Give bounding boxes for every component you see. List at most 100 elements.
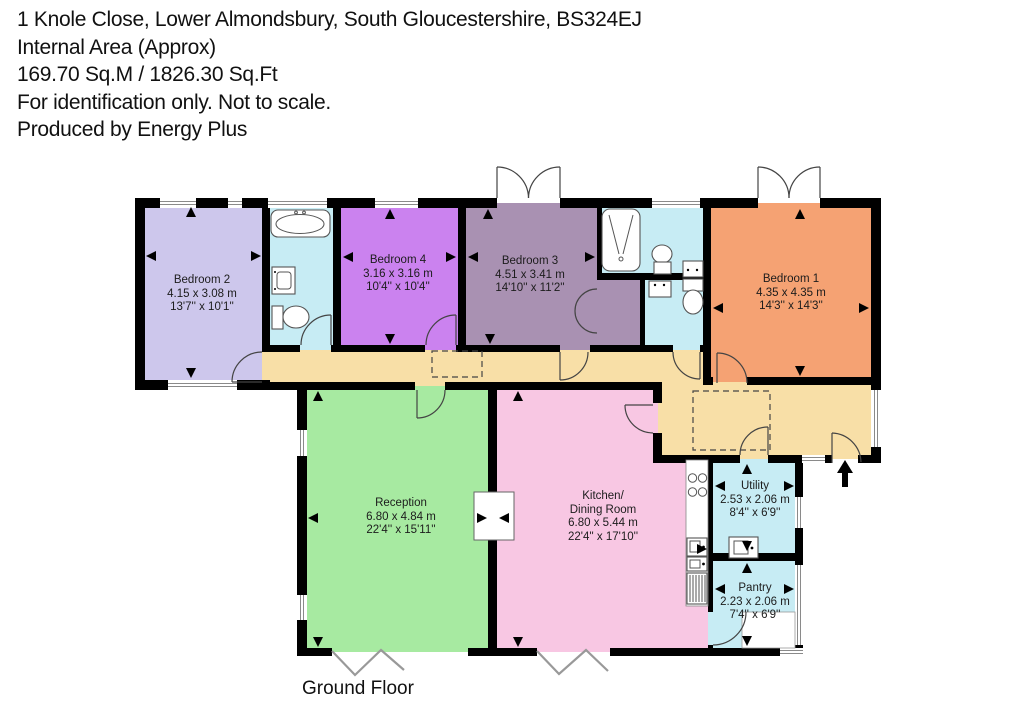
dimension-arrow-icon xyxy=(795,209,805,219)
door-swing xyxy=(425,314,457,346)
reception-label: Reception 6.80 x 4.84 m 22'4'' x 15'11'' xyxy=(366,497,436,538)
room-size-metric: 6.80 x 5.44 m xyxy=(568,517,638,529)
dimension-arrow-icon xyxy=(485,334,495,344)
wall xyxy=(795,463,803,497)
windows xyxy=(160,198,881,656)
bedroom-3-floor xyxy=(461,203,602,350)
wall xyxy=(242,198,268,208)
wall xyxy=(560,198,652,208)
dimension-arrow-icon xyxy=(313,391,323,401)
wall xyxy=(597,273,703,280)
door-swing xyxy=(559,351,589,381)
room-size-imperial: 10'4'' x 10'4'' xyxy=(366,280,430,293)
dimension-arrow-icon xyxy=(513,637,523,647)
entrance-arrow-icon xyxy=(837,460,853,487)
wall xyxy=(653,382,662,403)
room-size-imperial: 22'4'' x 15'11'' xyxy=(366,523,436,536)
toilet-icon xyxy=(682,278,704,315)
dimension-arrow-icon xyxy=(859,303,869,313)
wall xyxy=(820,198,881,208)
dimension-arrow-icon xyxy=(784,584,794,594)
wall xyxy=(703,208,711,385)
dimension-arrow-icon xyxy=(513,391,523,401)
wall xyxy=(610,648,780,656)
wall xyxy=(597,208,602,278)
wall xyxy=(135,380,168,390)
dashed-outline xyxy=(692,390,771,451)
window xyxy=(375,198,418,208)
kitchen-sink-icon xyxy=(686,537,708,572)
address-line: 1 Knole Close, Lower Almondsbury, South … xyxy=(17,8,642,31)
internal-area-title: Internal Area (Approx) xyxy=(17,35,216,59)
door-swing xyxy=(300,314,332,346)
bedroom-3-label: Bedroom 3 4.51 x 3.41 m 14'10'' x 11'2'' xyxy=(495,255,565,296)
room-size-metric: 2.53 x 2.06 m xyxy=(720,493,790,506)
french-doors xyxy=(496,166,561,199)
dimension-arrow-icon xyxy=(385,209,395,219)
room-size-imperial: 14'3'' x 14'3'' xyxy=(759,299,823,312)
wall xyxy=(297,620,307,656)
closet-doors xyxy=(574,288,598,334)
bathtub-icon xyxy=(270,209,331,238)
door-swing xyxy=(624,404,654,434)
wall xyxy=(708,645,713,656)
room-fills xyxy=(140,203,876,652)
room-name: Bedroom 4 xyxy=(369,253,427,266)
wall xyxy=(262,345,300,352)
dimension-arrow-icon xyxy=(742,541,752,551)
wall xyxy=(196,198,228,208)
sink-icon xyxy=(648,280,672,298)
window xyxy=(802,455,825,463)
room-size-metric: 4.51 x 3.41 m xyxy=(495,268,565,281)
french-doors xyxy=(757,166,821,199)
pantry-label: Pantry 2.23 x 2.06 m 7'4'' x 6'9'' xyxy=(720,582,790,623)
wall xyxy=(708,463,713,612)
wall xyxy=(297,382,307,430)
fixtures xyxy=(270,208,796,649)
room-size-imperial: 8'4'' x 6'9'' xyxy=(729,506,781,519)
wall xyxy=(871,198,881,390)
room-size-metric: 4.15 x 3.08 m xyxy=(167,287,237,300)
wall xyxy=(768,455,802,463)
wall xyxy=(653,433,662,463)
window xyxy=(228,198,242,208)
entrance-door-swing xyxy=(831,432,862,463)
room-name: Bedroom 2 xyxy=(173,273,231,286)
dimension-arrow-icon xyxy=(784,481,794,491)
pantry-counter xyxy=(741,611,796,649)
bedroom-4-floor xyxy=(336,203,463,350)
basin-icon xyxy=(651,244,673,275)
dimension-arrow-icon xyxy=(186,368,196,378)
door-swing xyxy=(739,426,769,456)
room-name: Utility xyxy=(740,479,770,492)
dimension-arrow-icon xyxy=(186,207,196,217)
wall xyxy=(700,198,758,208)
disclaimer-line: For identification only. Not to scale. xyxy=(17,90,331,114)
reception-floor xyxy=(302,386,492,652)
room-name: Pantry xyxy=(738,581,772,594)
bedroom-2-label: Bedroom 2 4.15 x 3.08 m 13'7'' x 10'1'' xyxy=(167,274,237,315)
wall xyxy=(871,447,881,463)
dimension-arrow-icon xyxy=(308,513,318,523)
dimension-arrow-icon xyxy=(385,334,395,344)
dimension-arrow-icon xyxy=(795,366,805,376)
bedroom-1-label: Bedroom 1 4.35 x 4.35 m 14'3'' x 14'3'' xyxy=(756,273,826,314)
room-size-imperial: 22'4'' x 17'10'' xyxy=(567,530,639,543)
wall xyxy=(418,198,497,208)
dimension-arrow-icon xyxy=(468,252,478,262)
wall xyxy=(135,198,160,208)
window xyxy=(780,648,803,656)
wall xyxy=(297,648,332,656)
wall xyxy=(333,208,341,345)
room-name: Kitchen/ xyxy=(582,490,624,502)
toilet-icon xyxy=(271,305,310,330)
dimension-arrow-icon xyxy=(343,252,353,262)
door-swing xyxy=(672,351,701,380)
plan-header: 1 Knole Close, Lower Almondsbury, South … xyxy=(17,6,642,144)
dimension-arrow-icon xyxy=(713,303,723,313)
shower-icon xyxy=(601,208,641,272)
hob-icon xyxy=(687,473,708,497)
window xyxy=(168,380,237,390)
wall xyxy=(640,280,645,345)
room-size-imperial: 7'4'' x 6'9'' xyxy=(729,608,781,621)
